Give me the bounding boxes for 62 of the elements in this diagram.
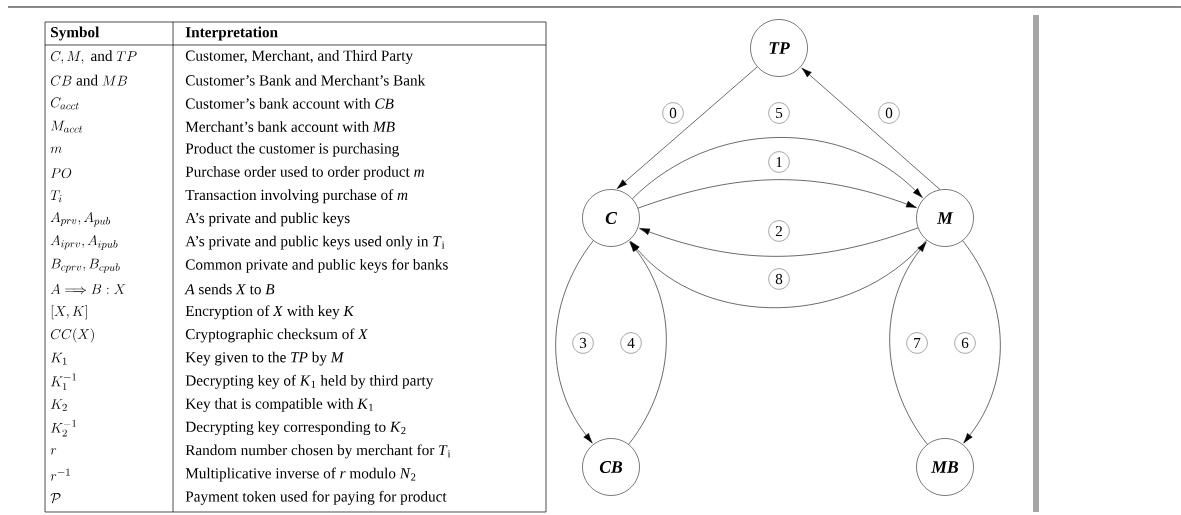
interpretation-text: Customer’s Bank and Merchant’s Bank xyxy=(185,74,426,86)
column-header: Symbol xyxy=(51,26,100,41)
arrow xyxy=(962,240,1001,444)
symbol-text: $M_{acct}$ xyxy=(50,120,83,133)
symbol-text: $CB \mbox{ and } MB$ xyxy=(50,74,128,86)
symbol-text: $m$ xyxy=(50,146,62,153)
symbol-text: $T_i$ xyxy=(50,190,62,203)
arrow xyxy=(639,227,919,257)
arrow xyxy=(628,241,667,445)
symbol-text: $CC(X)$ xyxy=(50,328,94,343)
arrow xyxy=(801,67,941,190)
symbol-text: $K_2^{-1}$ xyxy=(50,419,76,437)
interpretation-text: Multiplicative inverse of r modulo N$_{2}$ xyxy=(185,467,416,482)
arrow xyxy=(637,179,917,209)
symbol-text: $K_1$ xyxy=(50,352,67,365)
arrow xyxy=(616,66,758,189)
symbol-text: $A_{iprv}, A_{ipub}$ xyxy=(50,235,118,250)
interpretation-text: A’s private and public keys xyxy=(185,212,350,227)
arrow xyxy=(889,241,928,445)
symbol-text: $K_2$ xyxy=(50,399,67,411)
interpretation-text: Decrypting key corresponding to K$_{2}$ xyxy=(185,421,406,436)
interpretation-text: A’s private and public keys used only in T$_{i}$ xyxy=(185,235,445,250)
step-number: 6 xyxy=(954,332,976,354)
arrow xyxy=(630,239,927,308)
step-number: 4 xyxy=(620,332,642,354)
interpretation-text: Key given to the TP by M xyxy=(185,351,345,366)
interpretation-text: Common private and public keys for banks xyxy=(185,258,448,273)
symbol-text: $A_{prv}, A_{pub}$ xyxy=(50,211,111,227)
interpretation-text: Cryptographic checksum of X xyxy=(185,328,368,343)
symbol-text: $[X,K]$ xyxy=(51,305,87,320)
symbol-text: $PO$ xyxy=(50,167,72,179)
interpretation-text: Payment token used for paying for product xyxy=(185,490,447,505)
interpretation-text: Customer’s bank account with CB xyxy=(185,98,394,109)
interpretation-text: Transaction involving purchase of m xyxy=(185,189,408,204)
symbol-text: $C, M, \mbox{ and } TP$ xyxy=(50,50,137,64)
symbol-text: $B_{cprv}, B_{cpub}$ xyxy=(50,258,120,273)
step-number: 0 xyxy=(662,102,684,124)
symbol-text: $\mathcal{P}$ xyxy=(50,493,61,504)
step-number: 8 xyxy=(768,268,790,290)
interpretation-text: Purchase order used to order product m xyxy=(185,166,424,180)
step-number: 5 xyxy=(768,102,790,124)
interpretation-text: Customer, Merchant, and Third Party xyxy=(185,50,413,64)
step-number: 7 xyxy=(906,332,928,354)
symbol-text: $A \Longrightarrow B : X$ xyxy=(50,283,126,295)
symbol-text: $C_{acct}$ xyxy=(50,97,79,110)
interpretation-text: Product the customer is purchasing xyxy=(185,142,399,157)
symbol-text: $r$ xyxy=(50,448,57,455)
interpretation-text: Random number chosen by merchant for T$_{i}$ xyxy=(185,444,451,459)
step-number: 0 xyxy=(878,102,900,124)
arrow xyxy=(555,240,594,444)
interpretation-text: Encryption of X with key K xyxy=(185,305,355,320)
arrow xyxy=(632,137,923,199)
interpretation-text: Merchant’s bank account with MB xyxy=(185,121,395,132)
symbol-text: $K_1^{-1}$ xyxy=(50,373,76,390)
step-number: 2 xyxy=(768,220,790,242)
interpretation-text: A sends X to B xyxy=(184,283,275,295)
step-number: 1 xyxy=(768,151,790,173)
interpretation-text: Decrypting key of K$_{1}$ held by third party xyxy=(185,374,434,389)
interpretation-text: Key that is compatible with K$_{1}$ xyxy=(185,398,373,412)
column-header: Interpretation xyxy=(185,26,278,41)
step-number: 3 xyxy=(572,332,594,354)
symbol-text: $r^{-1}$ xyxy=(50,468,70,481)
